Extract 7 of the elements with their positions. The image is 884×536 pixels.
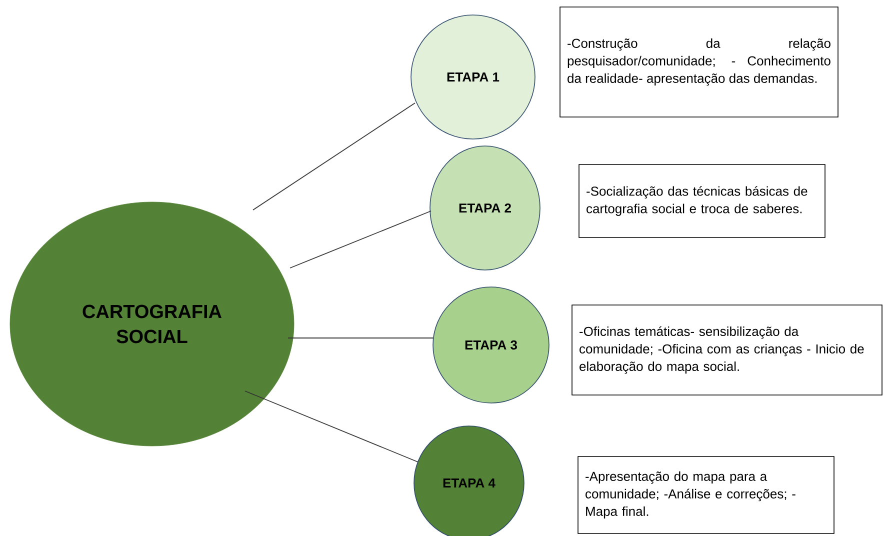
text-box: -Socialização das técnicas básicas de cartografia social e troca de saberes. [578, 164, 826, 238]
text-box: -Construção da relação pesquisador/comunidade; - Conhecimento da realidade- apresentação das demandas. [560, 6, 838, 118]
connector-line [252, 102, 416, 210]
text-box: -Oficinas temáticas- sensibilização da comunidade; -Oficina com as crianças - Inicio de elaboração do mapa social. [572, 304, 882, 396]
text-box: -Apresentação do mapa para a comunidade; -Análise e correções; -Mapa final. [578, 456, 834, 534]
connector-line [290, 210, 432, 268]
connector-line [244, 390, 418, 462]
